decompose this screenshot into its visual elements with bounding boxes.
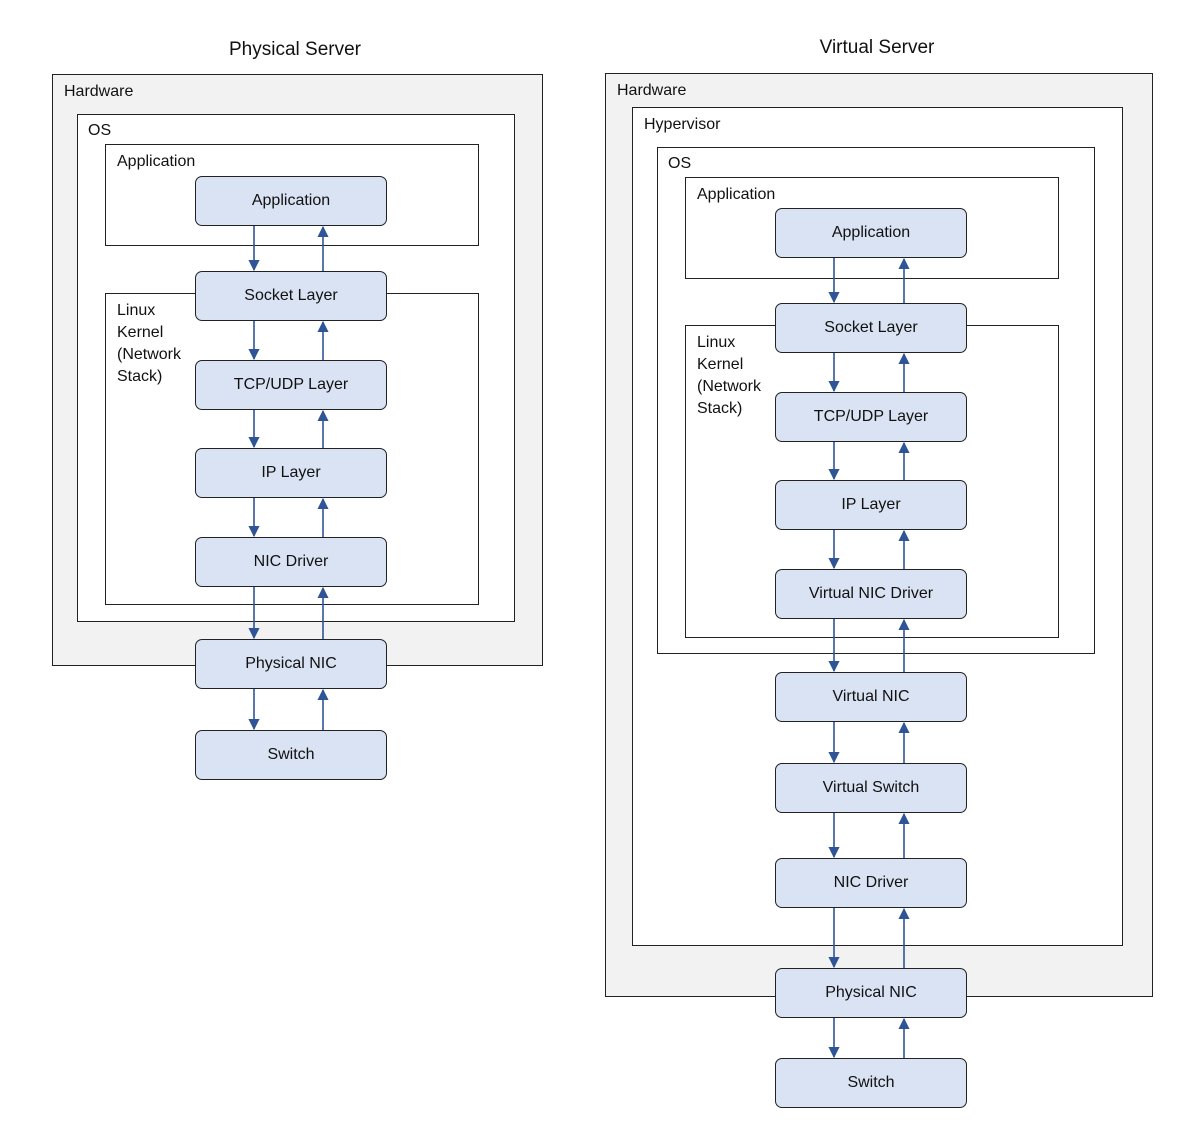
virtual-server-title: Virtual Server (819, 37, 935, 58)
virtual-application-node: Application (775, 208, 967, 258)
virtual-hypervisor-label: Hypervisor (644, 116, 721, 133)
virtual-virtual-switch-node: Virtual Switch (775, 763, 967, 813)
virtual-tcp-udp-layer-node: TCP/UDP Layer (775, 392, 967, 442)
physical-os-label: OS (88, 122, 112, 139)
physical-ip-layer-node: IP Layer (195, 448, 387, 498)
physical-hardware-label: Hardware (64, 83, 134, 100)
physical-switch-node: Switch (195, 730, 387, 780)
physical-application-node: Application (195, 176, 387, 226)
virtual-switch-node: Switch (775, 1058, 967, 1108)
virtual-nic-driver-virtual-node: Virtual NIC Driver (775, 569, 967, 619)
virtual-virtual-nic-node: Virtual NIC (775, 672, 967, 722)
physical-tcp-udp-layer-node: TCP/UDP Layer (195, 360, 387, 410)
virtual-application-frame-label: Application (697, 186, 776, 203)
physical-application-frame-label: Application (117, 153, 196, 170)
physical-kernel-label: Linux Kernel (Network Stack) (117, 302, 182, 385)
virtual-os-label: OS (668, 155, 692, 172)
virtual-physical-nic-node: Physical NIC (775, 968, 967, 1018)
physical-nic-driver-node: NIC Driver (195, 537, 387, 587)
virtual-kernel-label: Linux Kernel (Network Stack) (697, 334, 762, 417)
virtual-nic-driver-node: NIC Driver (775, 858, 967, 908)
virtual-socket-layer-node: Socket Layer (775, 303, 967, 353)
virtual-hardware-label: Hardware (617, 82, 687, 99)
physical-server-title: Physical Server (229, 39, 361, 60)
virtual-ip-layer-node: IP Layer (775, 480, 967, 530)
physical-physical-nic-node: Physical NIC (195, 639, 387, 689)
physical-socket-layer-node: Socket Layer (195, 271, 387, 321)
